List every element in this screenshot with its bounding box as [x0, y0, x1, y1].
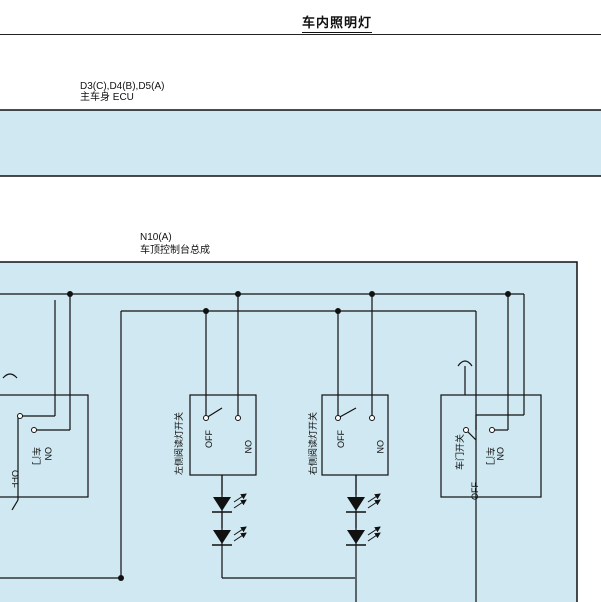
- ecu-name-label: 主车身 ECU: [80, 92, 134, 103]
- right-reading-on-text: ON: [375, 440, 385, 454]
- unit-connector-label: N10(A): [140, 232, 172, 243]
- unit-name-label: 车顶控制台总成: [140, 245, 210, 256]
- right-door-sub: 车门: [485, 447, 496, 465]
- left-door-off-text: OFF: [10, 470, 20, 488]
- right-door-off-text: OFF: [470, 482, 480, 500]
- title-divider: [0, 34, 601, 35]
- left-reading-on-text: ON: [243, 440, 253, 454]
- left-door-on-text: ON: [43, 447, 53, 461]
- right-reading-led-pair: [346, 475, 381, 546]
- right-door-on-text: ON: [495, 447, 505, 461]
- left-reading-led-pair: [212, 475, 247, 546]
- left-reading-title: 左侧阅读灯开关: [173, 412, 184, 475]
- page-title: 车内照明灯: [302, 12, 373, 33]
- ecu-connector-label: D3(C),D4(B),D5(A): [80, 81, 165, 92]
- right-reading-off-text: OFF: [336, 430, 346, 448]
- left-door-title: 车门: [31, 447, 42, 465]
- ecu-panel: [0, 109, 601, 177]
- right-door-title: 车门开关: [454, 434, 465, 470]
- right-reading-title: 右侧阅读灯开关: [307, 412, 318, 475]
- left-reading-off-text: OFF: [204, 430, 214, 448]
- console-panel: [0, 261, 578, 602]
